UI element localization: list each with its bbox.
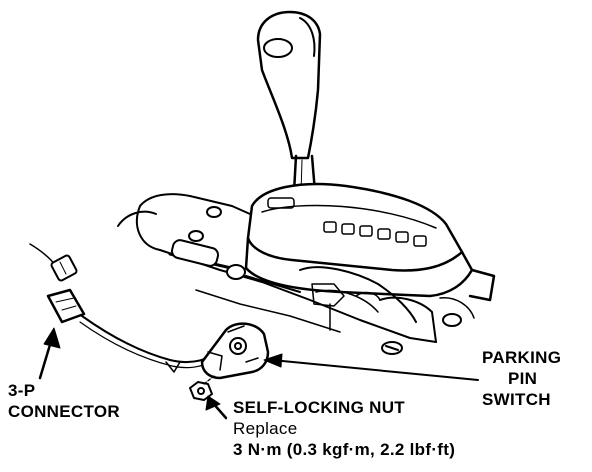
label-line: PARKING xyxy=(482,348,562,367)
label-line: PIN xyxy=(508,369,538,388)
label-line: SWITCH xyxy=(482,390,551,409)
parking-pin-switch xyxy=(200,322,270,380)
nut-note: Replace xyxy=(233,419,298,438)
shift-knob xyxy=(256,10,322,160)
connector-harness xyxy=(46,288,215,373)
shift-console xyxy=(244,182,496,302)
shift-mechanism xyxy=(117,193,475,355)
leader-switch xyxy=(263,353,479,381)
connector-label: 3-P CONNECTOR xyxy=(8,380,120,422)
parking-pin-switch-label: PARKING PIN SWITCH xyxy=(482,347,561,410)
connector-upper xyxy=(29,243,78,282)
nut-torque: 3 N·m (0.3 kgf·m, 2.2 lbf·ft) xyxy=(233,440,456,459)
label-line: CONNECTOR xyxy=(8,402,120,421)
nut-name: SELF-LOCKING NUT xyxy=(233,398,405,417)
label-line: 3-P xyxy=(8,381,36,400)
leader-connector xyxy=(38,327,61,380)
self-locking-nut-label: SELF-LOCKING NUT Replace 3 N·m (0.3 kgf·… xyxy=(233,397,455,460)
leader-nut xyxy=(205,395,228,420)
self-locking-nut xyxy=(189,375,215,401)
